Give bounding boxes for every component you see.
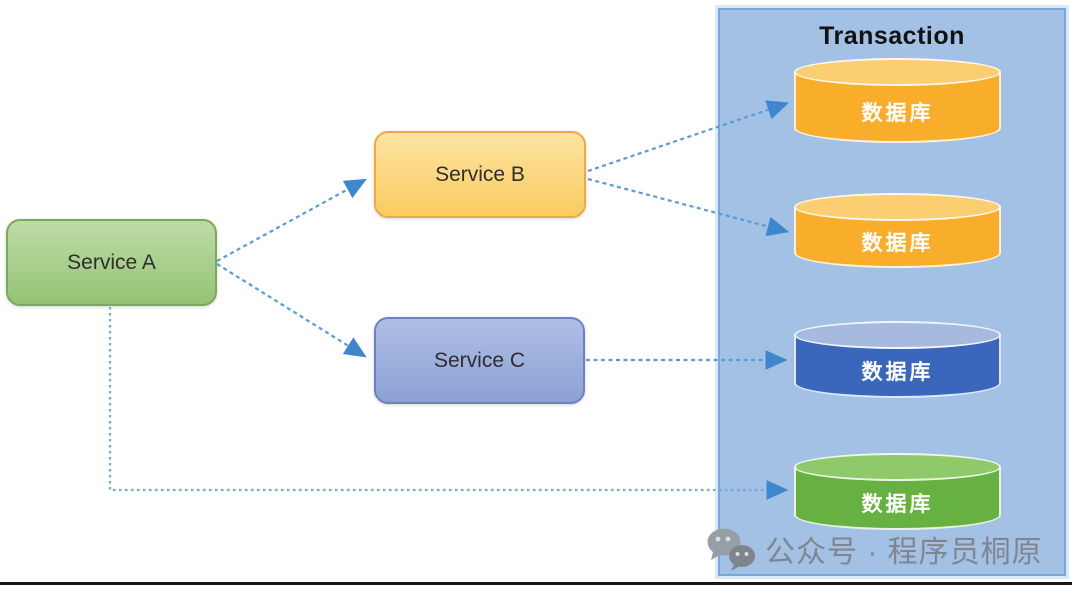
- database-3-label: 数据库: [861, 360, 934, 384]
- database-1-label: 数据库: [861, 101, 934, 125]
- watermark: 公众号 · 程序员桐原: [703, 526, 1043, 572]
- node-service-c-label: Service C: [433, 348, 526, 372]
- transaction-panel-title: Transaction: [819, 22, 965, 50]
- cylinder-top-ellipse: [794, 193, 1001, 221]
- arrow-service-a-to-service-b: [216, 178, 367, 262]
- cylinder-top-ellipse: [794, 58, 1001, 86]
- node-service-b-label: Service B: [435, 162, 525, 186]
- cylinder-top-ellipse: [794, 321, 1001, 349]
- node-service-a-label: Service A: [67, 250, 156, 274]
- arrow-service-a-to-service-c: [216, 263, 367, 358]
- database-cylinder-4: 数据库: [794, 453, 1001, 530]
- database-4-label: 数据库: [861, 492, 934, 516]
- wechat-icon: [707, 528, 755, 571]
- node-service-a: Service A: [6, 219, 217, 306]
- database-cylinder-3: 数据库: [794, 321, 1001, 398]
- node-service-c: Service C: [374, 317, 585, 404]
- bottom-divider-line: [0, 582, 1072, 585]
- database-2-label: 数据库: [861, 231, 934, 255]
- database-cylinder-2: 数据库: [794, 193, 1001, 268]
- node-service-b: Service B: [374, 131, 586, 218]
- cylinder-top-ellipse: [794, 453, 1001, 481]
- database-cylinder-1: 数据库: [794, 58, 1001, 143]
- watermark-text: 公众号 · 程序员桐原: [765, 536, 1043, 569]
